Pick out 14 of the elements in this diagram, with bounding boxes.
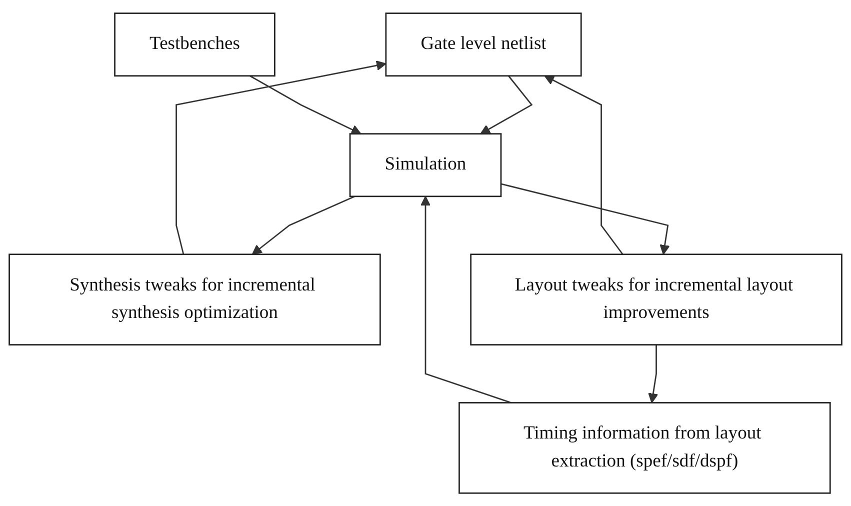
arrow	[648, 344, 658, 403]
arrow	[420, 196, 512, 404]
node-box: Testbenches	[114, 12, 276, 76]
arrow	[252, 196, 356, 255]
node-box: Gate level netlist	[385, 12, 582, 76]
arrow	[480, 75, 533, 134]
node-box: Simulation	[349, 132, 502, 197]
arrow	[544, 75, 624, 255]
arrow	[250, 75, 362, 134]
node-box: Timing information from layout extraction (spef/sdf/dspf)	[458, 402, 831, 494]
arrow	[500, 183, 670, 255]
arrow	[176, 60, 386, 254]
node-box: Layout tweaks for incremental layout improvements	[470, 253, 842, 346]
node-box: Synthesis tweaks for incremental synthesis optimization	[8, 253, 381, 346]
